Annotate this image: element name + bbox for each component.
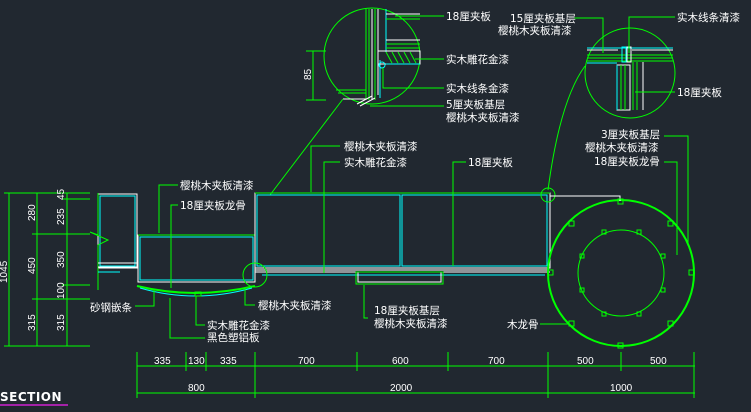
hdim-2000: 2000	[390, 383, 413, 394]
vdim-450: 450	[27, 257, 38, 274]
label-18mm-plywood-right: 18厘夹板	[677, 86, 722, 99]
label-carved-wood-gold: 实木雕花金漆	[446, 53, 509, 66]
section-leaders	[135, 135, 689, 339]
section-title: SECTION	[0, 390, 62, 404]
hdim-335-a: 335	[154, 356, 171, 367]
hdim-700-b: 700	[488, 356, 505, 367]
vdim-315-inner: 315	[56, 314, 67, 331]
detail-circle-left	[323, 7, 421, 107]
hdim-500-a: 500	[577, 356, 594, 367]
hdim-335-b: 335	[220, 356, 237, 367]
label-wood-joist: 木龙骨	[507, 318, 539, 331]
label-wood-trim-clear: 实木线条清漆	[677, 11, 740, 24]
hdim-130: 130	[188, 356, 205, 367]
label-cherry-veneer-bcr: 樱桃木夹板清漆	[374, 317, 448, 330]
label-steel-inlay: 砂钢嵌条	[90, 301, 132, 314]
label-black-alu-panel: 黑色塑铝板	[207, 331, 260, 344]
label-cherry-veneer-tc: 樱桃木夹板清漆	[344, 140, 418, 153]
vdim-315-mid: 315	[27, 314, 38, 331]
label-18mm-joist-tr: 18厘夹板龙骨	[594, 155, 660, 168]
hdim-800: 800	[188, 383, 205, 394]
vdim-1045: 1045	[0, 260, 10, 283]
hdim-500-b: 500	[650, 356, 667, 367]
hdim-700-a: 700	[298, 356, 315, 367]
label-carved-gold-bl: 实木雕花金漆	[207, 319, 270, 332]
horizontal-dimensions: 335 130 335 700 600 700 500 500 800 2000…	[136, 352, 695, 398]
detail-right-leaders	[547, 16, 675, 191]
detail-circle-right	[584, 27, 676, 119]
label-18mm-plywood: 18厘夹板	[446, 10, 491, 23]
detail-circle-outline	[584, 27, 676, 119]
label-18mm-joist-tl: 18厘夹板龙骨	[180, 199, 246, 212]
label-15mm-base: 15厘夹板基层	[510, 12, 576, 25]
round-table-outer	[547, 199, 695, 347]
vertical-dimensions: 1045 280 450 315 45 235 350 100 315	[0, 188, 90, 347]
label-3mm-base: 3厘夹板基层	[601, 128, 660, 141]
label-cherry-veneer-tl: 樱桃木夹板清漆	[180, 179, 254, 192]
label-wood-trim-gold: 实木线条金漆	[446, 82, 509, 95]
label-cherry-veneer-tr: 樱桃木夹板清漆	[585, 141, 659, 154]
detail-left-leaders	[269, 15, 444, 196]
vdim-350: 350	[56, 251, 67, 268]
vdim-45: 45	[56, 188, 67, 200]
label-18mm-base-bc: 18厘夹板基层	[374, 304, 440, 317]
label-cherry-veneer: 樱桃木夹板清漆	[446, 111, 520, 124]
label-carved-gold-tc: 实木雕花金漆	[344, 156, 407, 169]
vdim-235: 235	[56, 208, 67, 225]
label-18mm-plywood-tc: 18厘夹板	[468, 156, 513, 169]
vdim-280: 280	[27, 204, 38, 221]
dimension-85-text: 85	[303, 68, 314, 80]
hdim-600: 600	[392, 356, 409, 367]
round-table-inner	[577, 229, 665, 317]
detail-dimension-85: 85	[303, 50, 326, 101]
label-5mm-base: 5厘夹板基层	[446, 98, 505, 111]
label-cherry-veneer-right: 樱桃木夹板清漆	[498, 24, 572, 37]
hdim-1000: 1000	[610, 383, 633, 394]
section-body	[89, 187, 695, 349]
vdim-100: 100	[56, 282, 67, 299]
label-cherry-veneer-bc: 樱桃木夹板清漆	[258, 299, 332, 312]
